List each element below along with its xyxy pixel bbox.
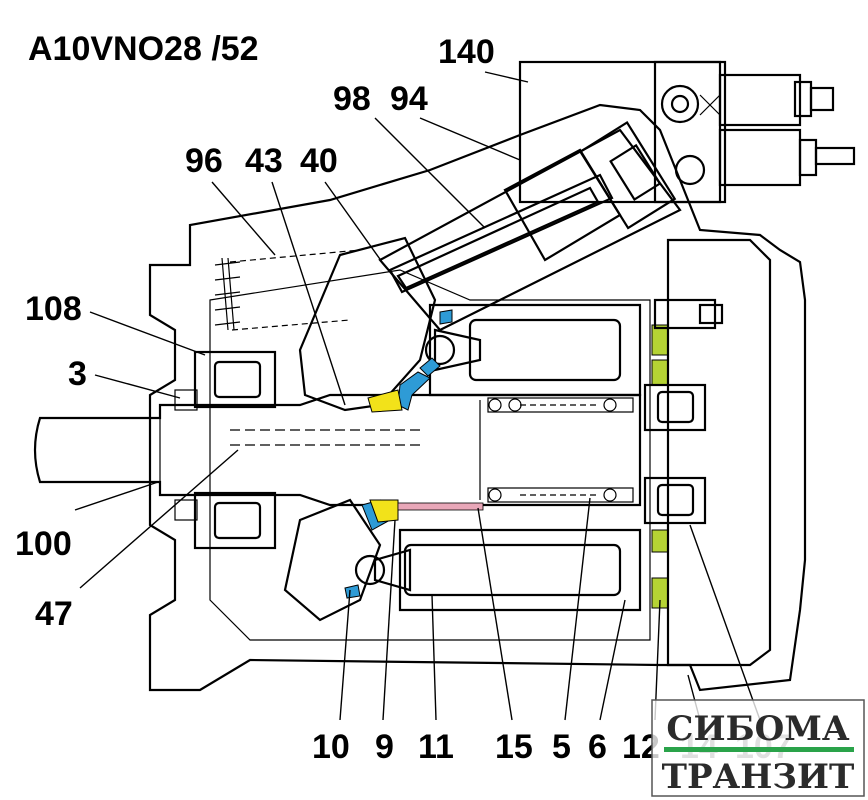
callout-140: 140 <box>438 33 495 71</box>
drive-shaft <box>33 393 642 507</box>
callout-94: 94 <box>390 80 428 118</box>
callout-47: 47 <box>35 595 73 633</box>
callout-100: 100 <box>15 525 72 563</box>
callout-43: 43 <box>245 142 283 180</box>
callout-9: 9 <box>375 728 394 766</box>
servo-piston-assembly <box>378 121 682 332</box>
return-spring <box>214 249 361 331</box>
callout-108: 108 <box>25 290 82 328</box>
callout-3: 3 <box>68 355 87 393</box>
retaining-ball-guide <box>367 389 403 523</box>
callout-5: 5 <box>552 728 571 766</box>
control-valve-block <box>518 60 856 204</box>
valve-plate <box>651 324 669 609</box>
callout-6: 6 <box>588 728 607 766</box>
cylinder-block <box>354 303 642 612</box>
port-plate <box>653 238 772 667</box>
pump-housing <box>148 103 807 692</box>
rear-bearing <box>643 383 707 525</box>
logo-line-2: ТРАНЗИТ <box>662 757 855 797</box>
callout-96: 96 <box>185 142 223 180</box>
swashplate <box>283 236 437 622</box>
pressure-pin <box>397 502 484 511</box>
callout-40: 40 <box>300 142 338 180</box>
callout-11: 11 <box>418 728 454 766</box>
company-logo: СИБОМА ТРАНЗИТ <box>651 699 865 797</box>
leader-lines <box>74 71 761 721</box>
shaft-seal <box>174 389 198 521</box>
logo-line-1: СИБОМА <box>666 709 849 749</box>
model-title: A10VNO28 /52 <box>28 30 259 68</box>
callout-15: 15 <box>495 728 533 766</box>
cylinder-spring <box>487 397 634 503</box>
callout-10: 10 <box>312 728 350 766</box>
callout-98: 98 <box>333 80 371 118</box>
logo-divider <box>664 747 854 752</box>
front-bearing <box>193 350 277 550</box>
